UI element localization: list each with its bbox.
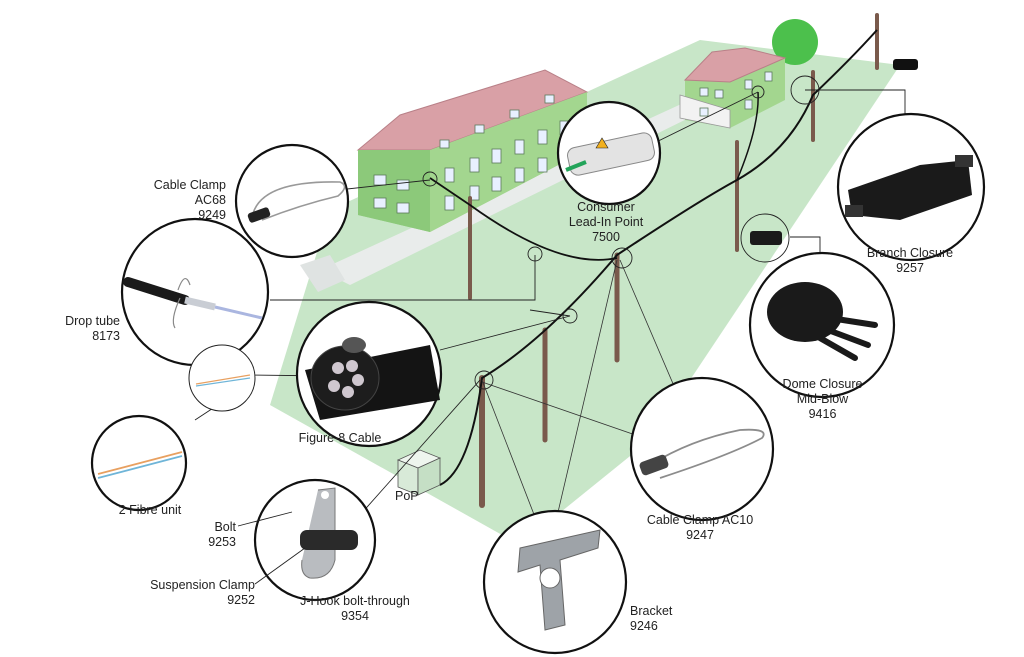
label-cable-clamp-ac68-code: 9249 (198, 208, 226, 222)
label-bolt-name: Bolt (214, 520, 236, 534)
label-branch-closure-code: 9257 (896, 261, 924, 275)
callout-dome-closure (748, 251, 896, 399)
label-cable-clamp-ac10: Cable Clamp AC10 9247 (630, 513, 770, 543)
label-suspension-clamp-name: Suspension Clamp (150, 578, 255, 592)
label-suspension-clamp: Suspension Clamp 9252 (110, 578, 255, 608)
dome-closure-on-line (750, 231, 782, 245)
label-dome-closure: Dome Closure Mid-Blow 9416 (760, 377, 885, 422)
label-branch-closure-name: Branch Closure (866, 246, 954, 260)
detached-house (679, 47, 787, 129)
label-consumer-lead-in-code: 7500 (592, 230, 620, 244)
callout-2-fibre-unit (90, 414, 188, 512)
label-bracket-code: 9246 (630, 619, 658, 633)
label-cable-clamp-ac68-line1: Cable Clamp (153, 178, 226, 192)
label-dome-closure-code: 9416 (808, 407, 837, 421)
label-cable-clamp-ac68: Cable Clamp AC68 9249 (118, 178, 226, 223)
drop-cable-apartment (429, 177, 618, 261)
label-figure8-cable: Figure-8 Cable (280, 431, 400, 446)
label-drop-tube-name: Drop tube (65, 314, 120, 328)
label-consumer-lead-in: Consumer Lead-In Point 7500 (536, 200, 676, 245)
guy-wires (481, 259, 681, 531)
label-cable-clamp-ac68-line2: AC68 (194, 193, 226, 207)
label-consumer-lead-in-line2: Lead-In Point (568, 215, 644, 229)
label-branch-closure: Branch Closure 9257 (850, 246, 970, 276)
label-drop-tube: Drop tube 8173 (20, 314, 120, 344)
label-suspension-clamp-code: 9252 (227, 593, 255, 607)
callout-bracket (482, 509, 628, 655)
tree (772, 19, 818, 65)
callout-branch-closure (836, 112, 986, 262)
branch-closure-on-line (893, 59, 918, 70)
callout-jhook (253, 478, 377, 602)
label-jhook: J-Hook bolt-through 9354 (280, 594, 430, 624)
apartment-building (356, 69, 589, 232)
label-bracket-name: Bracket (630, 604, 673, 618)
callout-figure8-cable (295, 300, 443, 448)
poles (468, 13, 879, 508)
road-edge (300, 255, 345, 292)
callout-cable-clamp-ac10 (629, 376, 775, 522)
label-drop-tube-code: 8173 (92, 329, 120, 343)
label-dome-closure-line2: Mid-Blow (796, 392, 849, 406)
label-bolt-code: 9253 (208, 535, 236, 549)
label-bolt: Bolt 9253 (170, 520, 236, 550)
label-jhook-code: 9354 (341, 609, 369, 623)
marker-circles (422, 75, 820, 390)
label-2-fibre-unit: 2 Fibre unit (95, 503, 205, 518)
label-pop-name: PoP (395, 489, 419, 503)
label-2-fibre-unit-name: 2 Fibre unit (118, 503, 182, 517)
label-figure8-cable-name: Figure-8 Cable (298, 431, 382, 445)
label-bracket: Bracket 9246 (630, 604, 672, 634)
label-pop: PoP (395, 489, 419, 504)
label-cable-clamp-ac10-name: Cable Clamp AC10 (646, 513, 754, 527)
callout-consumer-lead-in (556, 100, 662, 206)
main-cable (439, 29, 878, 486)
label-dome-closure-line1: Dome Closure (782, 377, 863, 391)
label-jhook-name: J-Hook bolt-through (300, 594, 410, 608)
drop-cable-house (736, 91, 759, 181)
callout-fibre-small (188, 344, 256, 412)
label-cable-clamp-ac10-code: 9247 (686, 528, 714, 542)
callout-cable-clamp-ac68 (234, 143, 350, 259)
label-consumer-lead-in-line1: Consumer (577, 200, 635, 214)
